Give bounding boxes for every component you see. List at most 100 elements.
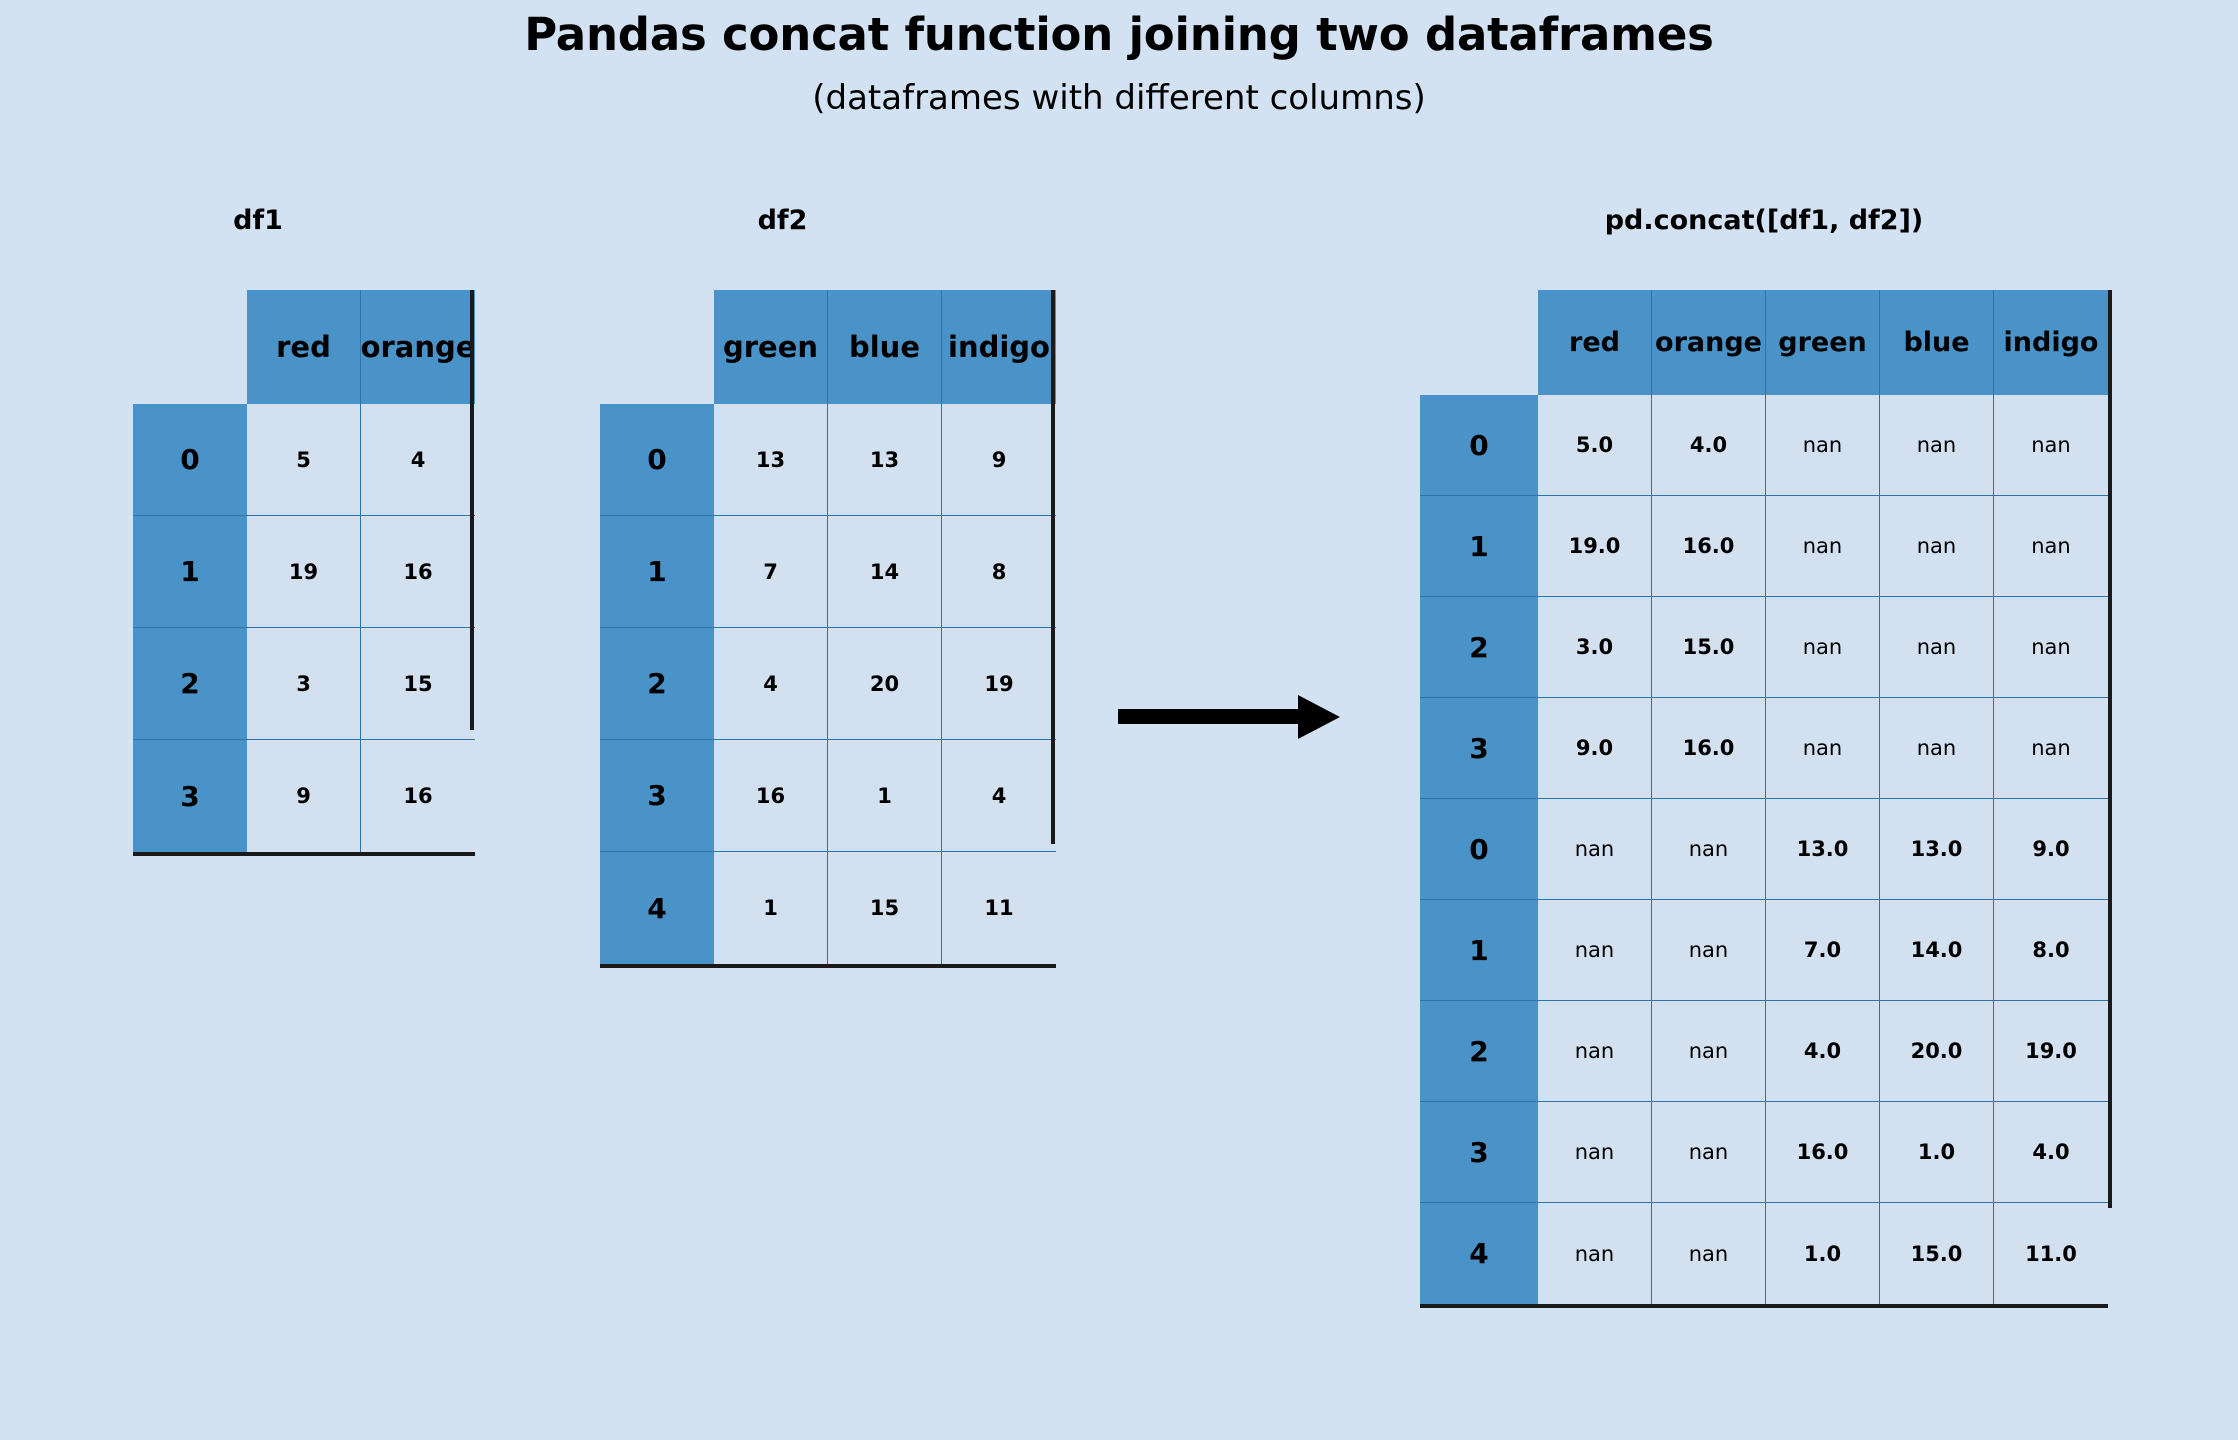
cell-value: 14.0 bbox=[1910, 938, 1963, 962]
table-cell: 15.0 bbox=[1880, 1203, 1994, 1304]
table-cell: nan bbox=[1538, 799, 1652, 900]
table-cell: 19.0 bbox=[1538, 496, 1652, 597]
table-cell: 19 bbox=[247, 516, 361, 628]
row-index-label: 2 bbox=[1420, 597, 1538, 698]
row-index-label: 4 bbox=[1420, 1203, 1538, 1304]
row-index-label: 2 bbox=[1420, 1001, 1538, 1102]
cell-value: 1 bbox=[763, 896, 778, 920]
cell-value: nan bbox=[2031, 433, 2071, 457]
table-cell: 20.0 bbox=[1880, 1001, 1994, 1102]
table-cell: 16 bbox=[361, 516, 475, 628]
table-cell: 16.0 bbox=[1652, 698, 1766, 799]
table-cell: nan bbox=[1994, 496, 2108, 597]
cell-value: nan bbox=[1802, 433, 1843, 457]
cell-value: 19 bbox=[288, 559, 319, 584]
result-corner-cell bbox=[1420, 290, 1538, 395]
df2-corner-cell bbox=[600, 290, 714, 404]
cell-value: nan bbox=[1574, 1039, 1615, 1063]
table-cell: nan bbox=[1994, 597, 2108, 698]
cell-value: 5 bbox=[296, 447, 311, 472]
table-cell: nan bbox=[1652, 1102, 1766, 1203]
df2-caption: df2 bbox=[757, 205, 808, 236]
row-index-label: 1 bbox=[1420, 496, 1538, 597]
row-index-label: 3 bbox=[1420, 698, 1538, 799]
arrow-shaft bbox=[1118, 709, 1303, 724]
column-header-blue: blue bbox=[1880, 290, 1994, 395]
table-cell: 1 bbox=[828, 740, 942, 852]
cell-value: 9 bbox=[296, 784, 311, 808]
cell-value: nan bbox=[1688, 1140, 1729, 1164]
cell-value: 19.0 bbox=[1568, 534, 1621, 558]
cell-value: 13 bbox=[869, 447, 900, 472]
cell-value: 20 bbox=[869, 671, 900, 696]
column-header-green: green bbox=[714, 290, 828, 404]
cell-value: 15 bbox=[869, 896, 900, 920]
row-index-label: 2 bbox=[600, 628, 714, 740]
table-cell: 13 bbox=[714, 404, 828, 516]
row-index-label: 1 bbox=[600, 516, 714, 628]
table-cell: 4.0 bbox=[1766, 1001, 1880, 1102]
table-cell: 7.0 bbox=[1766, 900, 1880, 1001]
cell-value: nan bbox=[1688, 938, 1729, 962]
result-right-rule bbox=[2108, 290, 2112, 1208]
table-cell: 9 bbox=[247, 740, 361, 852]
row-index-label: 2 bbox=[133, 628, 247, 740]
table-cell: 4 bbox=[942, 740, 1056, 852]
table-cell: 13.0 bbox=[1766, 799, 1880, 900]
cell-value: nan bbox=[1802, 736, 1843, 760]
cell-value: 15 bbox=[403, 671, 433, 696]
table-cell: nan bbox=[1766, 496, 1880, 597]
table-cell: 8.0 bbox=[1994, 900, 2108, 1001]
row-index-label: 1 bbox=[1420, 900, 1538, 1001]
cell-value: nan bbox=[1574, 837, 1615, 861]
table-cell: 3.0 bbox=[1538, 597, 1652, 698]
cell-value: nan bbox=[1916, 433, 1957, 457]
table-cell: 15.0 bbox=[1652, 597, 1766, 698]
table-cell: 3 bbox=[247, 628, 361, 740]
column-header-indigo: indigo bbox=[942, 290, 1056, 404]
table-cell: 1.0 bbox=[1880, 1102, 1994, 1203]
table-cell: 16 bbox=[714, 740, 828, 852]
table-cell: nan bbox=[1538, 1102, 1652, 1203]
table-cell: 15 bbox=[828, 852, 942, 964]
table-cell: 20 bbox=[828, 628, 942, 740]
table-cell: 5 bbox=[247, 404, 361, 516]
cell-value: 13 bbox=[755, 447, 786, 472]
table-cell: 4.0 bbox=[1652, 395, 1766, 496]
table-cell: 11.0 bbox=[1994, 1203, 2108, 1304]
table-row: 2 3 15 bbox=[133, 628, 475, 740]
table-cell: 1 bbox=[714, 852, 828, 964]
cell-value: nan bbox=[1802, 635, 1843, 659]
table-cell: 1.0 bbox=[1766, 1203, 1880, 1304]
cell-value: nan bbox=[1574, 1241, 1615, 1266]
cell-value: nan bbox=[2031, 736, 2071, 760]
cell-value: nan bbox=[1688, 837, 1729, 861]
table-cell: nan bbox=[1880, 395, 1994, 496]
cell-value: 11.0 bbox=[2025, 1241, 2077, 1266]
cell-value: 19.0 bbox=[2025, 1039, 2077, 1063]
table-cell: 9.0 bbox=[1538, 698, 1652, 799]
cell-value: 16.0 bbox=[1682, 534, 1735, 558]
table-cell: 11 bbox=[942, 852, 1056, 964]
cell-value: 1.0 bbox=[1803, 1241, 1842, 1266]
table-cell: nan bbox=[1766, 698, 1880, 799]
table-cell: 7 bbox=[714, 516, 828, 628]
table-cell: nan bbox=[1538, 1203, 1652, 1304]
table-cell: 16 bbox=[361, 740, 475, 852]
cell-value: 15.0 bbox=[1910, 1241, 1963, 1266]
cell-value: nan bbox=[1688, 1241, 1729, 1266]
row-index-label: 3 bbox=[1420, 1102, 1538, 1203]
row-index-label: 0 bbox=[600, 404, 714, 516]
cell-value: nan bbox=[2031, 534, 2071, 558]
cell-value: 3 bbox=[296, 671, 311, 696]
df2-right-rule bbox=[1051, 290, 1055, 844]
